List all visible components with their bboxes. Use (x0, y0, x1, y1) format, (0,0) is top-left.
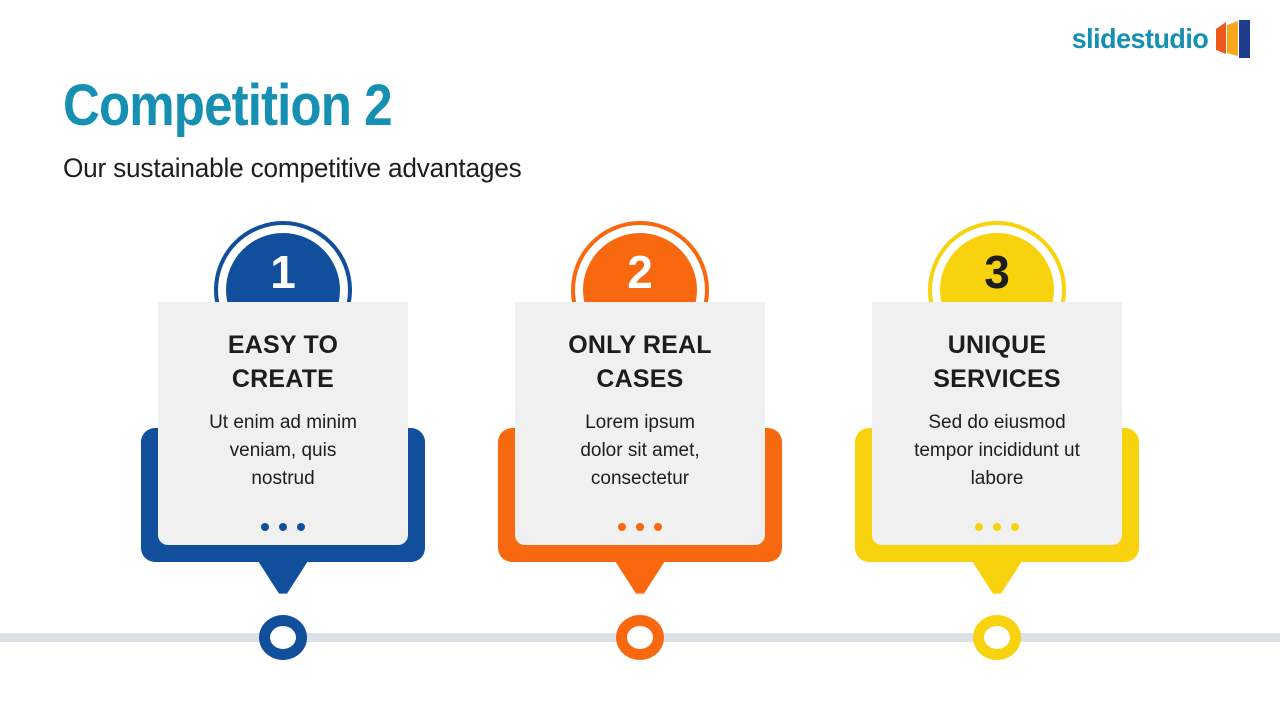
step-number: 3 (984, 246, 1010, 298)
page-subtitle: Our sustainable competitive advantages (63, 153, 522, 183)
card-body: Lorem ipsum dolor sit amet, consectetur (580, 412, 700, 489)
card-panel: UNIQUE SERVICES Sed do eiusmod tempor in… (872, 302, 1122, 545)
card-title: UNIQUE SERVICES (933, 331, 1061, 393)
timeline-node (973, 615, 1021, 660)
card-panel: EASY TO CREATE Ut enim ad minim veniam, … (158, 302, 408, 545)
ellipsis-dots-icon (158, 523, 408, 531)
card-panel: ONLY REAL CASES Lorem ipsum dolor sit am… (515, 302, 765, 545)
advantage-card-2: 2 ONLY REAL CASES Lorem ipsum dolor sit … (498, 221, 782, 681)
advantage-card-1: 1 EASY TO CREATE Ut enim ad minim veniam… (141, 221, 425, 681)
timeline-node (616, 615, 664, 660)
card-title: ONLY REAL CASES (568, 331, 712, 393)
timeline-node (259, 615, 307, 660)
slidestudio-logo-text: slidestudio (1071, 23, 1208, 54)
page-title: Competition 2 (63, 73, 393, 138)
step-number: 1 (270, 246, 296, 298)
ellipsis-dots-icon (872, 523, 1122, 531)
card-body: Sed do eiusmod tempor incididunt ut labo… (914, 412, 1080, 489)
slidestudio-logo: slidestudio (1066, 20, 1252, 58)
step-number: 2 (627, 246, 653, 298)
ellipsis-dots-icon (515, 523, 765, 531)
number-badge: 3 (928, 221, 1066, 359)
advantage-card-3: 3 UNIQUE SERVICES Sed do eiusmod tempor … (855, 221, 1139, 681)
card-body: Ut enim ad minim veniam, quis nostrud (209, 412, 357, 489)
card-title: EASY TO CREATE (227, 331, 339, 393)
slidestudio-logo-icon (1216, 20, 1250, 58)
